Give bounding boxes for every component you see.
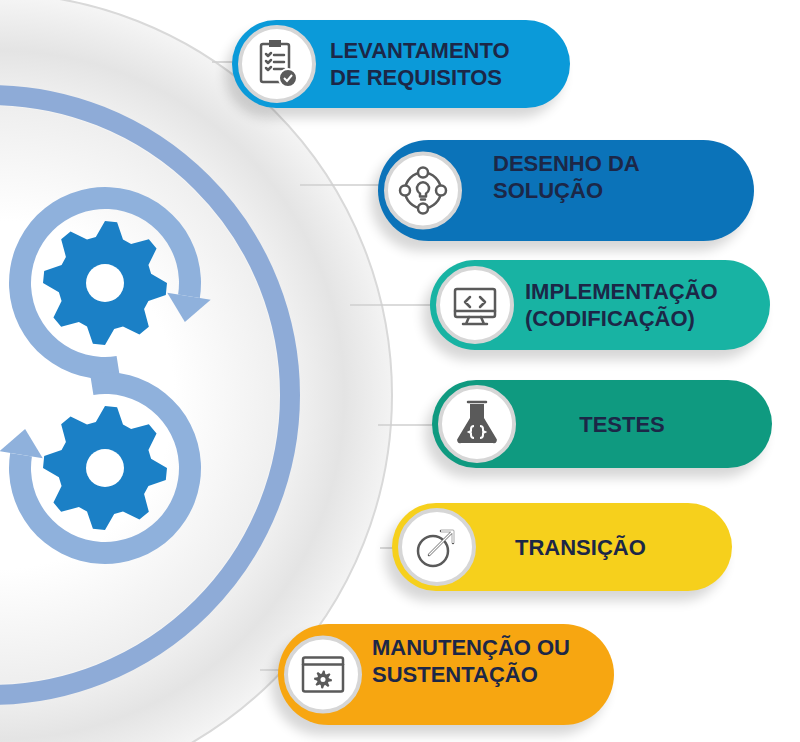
icon-badge (400, 510, 474, 584)
icon-badge (286, 638, 360, 712)
icon-badge (240, 27, 314, 101)
stage-label: MANUTENÇÃO OU SUSTENTAÇÃO (372, 634, 602, 688)
icon-glyph (261, 40, 297, 87)
gear (43, 406, 167, 530)
stage-icon (430, 260, 522, 350)
icon-badge (438, 268, 512, 342)
inner-disc (0, 106, 279, 684)
stage-pill: MANUTENÇÃO OU SUSTENTAÇÃO (278, 624, 614, 725)
stage-pill: DESENHO DA SOLUÇÃO (378, 140, 754, 241)
gear-hole (86, 449, 124, 487)
stage-icon (432, 380, 524, 468)
icon-glyph (455, 289, 495, 324)
stage-icon (278, 624, 370, 725)
icon-glyph (303, 658, 343, 692)
stage-pill: IMPLEMENTAÇÃO (CODIFICAÇÃO) (430, 260, 770, 350)
arrow-head (0, 429, 43, 458)
stage-icon (232, 20, 324, 108)
gear-hole (86, 264, 124, 302)
cycle-arrow (9, 187, 201, 379)
stage-pill: TRANSIÇÃO (392, 503, 732, 591)
arrow-head (167, 293, 210, 322)
stage-label: DESENHO DA SOLUÇÃO (493, 150, 668, 204)
stage-pill: TESTES (432, 380, 772, 468)
stage-pill: LEVANTAMENTO DE REQUISITOS (232, 20, 570, 108)
icon-badge (440, 387, 514, 461)
stage-label: IMPLEMENTAÇÃO (CODIFICAÇÃO) (525, 278, 740, 332)
stage-icon (392, 503, 484, 591)
gears-symbol (0, 187, 211, 564)
stage-label: LEVANTAMENTO DE REQUISITOS (330, 37, 540, 91)
icon-glyph (418, 531, 453, 566)
icon-badge (386, 154, 460, 228)
stage-icon (378, 140, 470, 241)
cycle-arrow (9, 372, 201, 564)
blue-ring (0, 95, 290, 695)
icon-glyph (457, 402, 497, 443)
stage-label: TRANSIÇÃO (515, 534, 646, 561)
stage-label: TESTES (579, 411, 665, 438)
icon-glyph (400, 168, 446, 214)
gear (43, 221, 167, 345)
